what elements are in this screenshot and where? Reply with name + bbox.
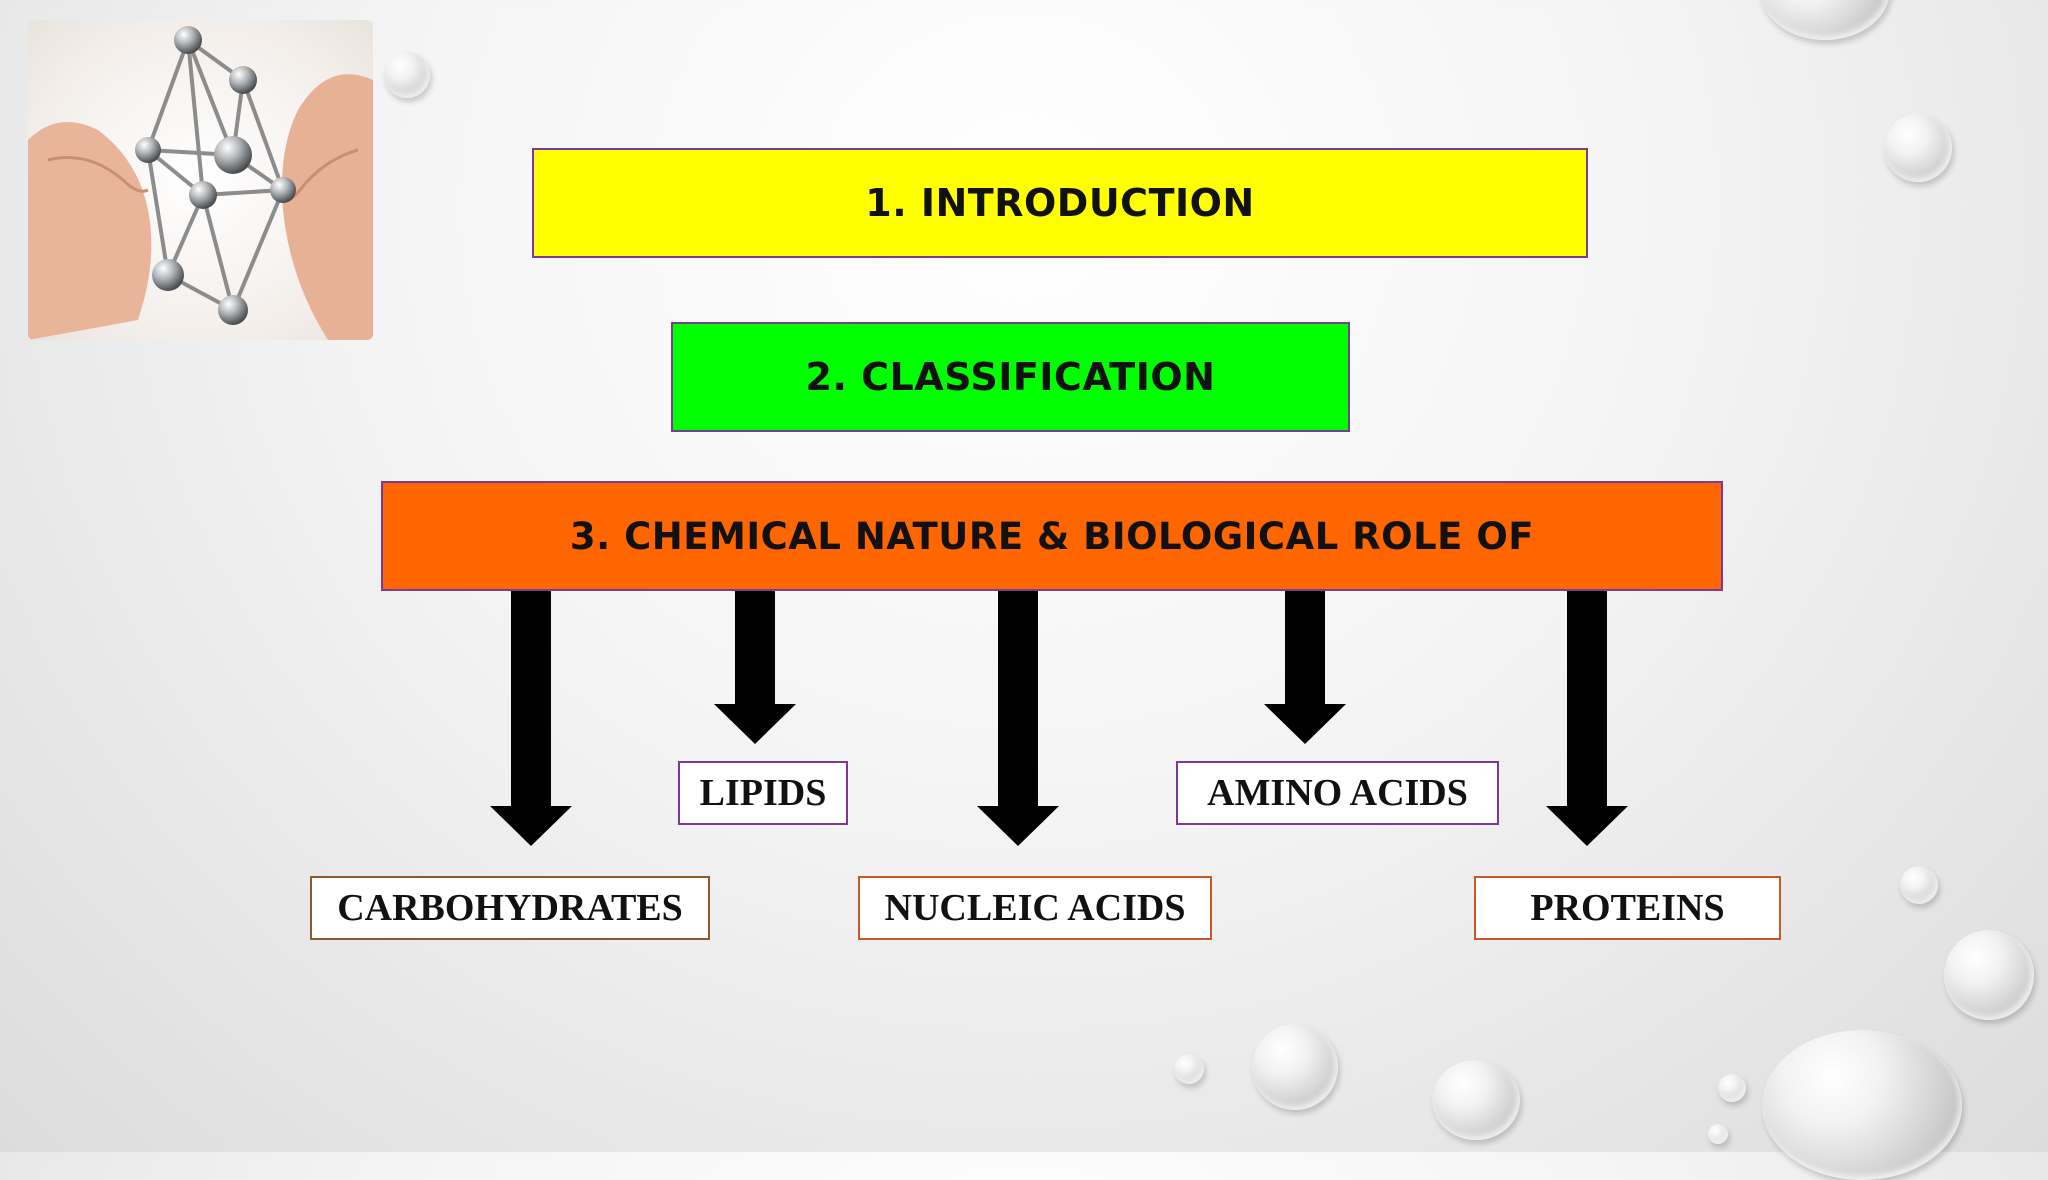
water-drop-icon (1760, 0, 1890, 40)
nucleic-acids-label: NUCLEIC ACIDS (884, 887, 1186, 929)
water-drop-icon (1718, 1074, 1746, 1102)
slide: 1. INTRODUCTION 2. CLASSIFICATION 3. CHE… (28, 0, 2034, 1180)
left-finger-line (47, 156, 149, 193)
arrow-down-icon (490, 591, 572, 846)
introduction-label: 1. INTRODUCTION (865, 181, 1255, 225)
water-drop-icon (1174, 1054, 1204, 1084)
proteins-box: PROTEINS (1474, 876, 1781, 940)
amino-acids-box: AMINO ACIDS (1176, 761, 1499, 825)
arrow-down-icon (714, 591, 796, 744)
molecule-model-photo (28, 20, 373, 340)
classification-label: 2. CLASSIFICATION (805, 355, 1216, 399)
classification-box: 2. CLASSIFICATION (671, 322, 1350, 432)
arrow-down-icon (1546, 591, 1628, 846)
molecule-model-icon (28, 26, 373, 340)
amino-acids-label: AMINO ACIDS (1207, 772, 1468, 814)
chemical-nature-box: 3. CHEMICAL NATURE & BIOLOGICAL ROLE OF (381, 481, 1723, 591)
lipids-box: LIPIDS (678, 761, 848, 825)
water-drop-icon (1900, 866, 1938, 904)
right-hand-shape (282, 74, 373, 340)
water-drop-icon (1884, 114, 1952, 182)
water-drop-icon (1708, 1124, 1728, 1144)
water-drop-icon (384, 52, 430, 98)
molecule-atoms (135, 26, 296, 325)
chemical-nature-label: 3. CHEMICAL NATURE & BIOLOGICAL ROLE OF (569, 514, 1535, 558)
water-drop-icon (1432, 1060, 1520, 1140)
arrow-down-icon (1264, 591, 1346, 744)
nucleic-acids-box: NUCLEIC ACIDS (858, 876, 1212, 940)
left-hand-shape (28, 122, 152, 340)
water-drop-icon (1252, 1024, 1338, 1110)
water-drop-icon (1762, 1030, 1962, 1180)
water-drop-icon (1944, 930, 2034, 1020)
carbohydrates-label: CARBOHYDRATES (337, 887, 683, 929)
carbohydrates-box: CARBOHYDRATES (310, 876, 710, 940)
arrow-down-icon (977, 591, 1059, 846)
lipids-label: LIPIDS (699, 772, 827, 814)
introduction-box: 1. INTRODUCTION (532, 148, 1588, 258)
proteins-label: PROTEINS (1530, 887, 1725, 929)
